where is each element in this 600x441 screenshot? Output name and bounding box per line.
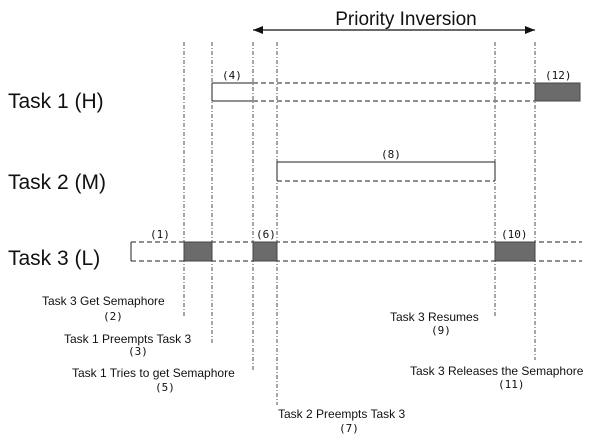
task-3-label: Task 3 (L): [8, 247, 100, 270]
note-task2-preempts: Task 2 Preempts Task 3: [278, 407, 405, 421]
task-3-semaphore-segment-c: [494, 241, 536, 262]
note-num-9: (9): [431, 324, 451, 337]
task-2-label: Task 2 (M): [8, 171, 106, 194]
note-task3-get-semaphore: Task 3 Get Semaphore: [42, 294, 165, 308]
note-num-2: (2): [103, 310, 123, 323]
marker-1: (1): [150, 228, 170, 241]
note-num-11: (11): [498, 378, 525, 391]
marker-6: (6): [256, 228, 276, 241]
task-3-semaphore-segment-b: [252, 241, 278, 262]
task-3-row: [130, 241, 582, 262]
task-3-semaphore-segment-a: [183, 241, 213, 262]
diagram-title: Priority Inversion: [335, 9, 477, 30]
marker-4: (4): [222, 69, 242, 82]
note-num-7: (7): [339, 422, 359, 435]
note-task1-preempts: Task 1 Preempts Task 3: [64, 332, 191, 346]
note-task3-resumes: Task 3 Resumes: [390, 310, 479, 324]
note-num-3: (3): [128, 345, 148, 358]
task-1-running-segment: [534, 82, 581, 102]
priority-inversion-arrow: [253, 26, 535, 34]
marker-8: (8): [381, 148, 401, 161]
marker-12: (12): [545, 69, 572, 82]
note-task1-tries-semaphore: Task 1 Tries to get Semaphore: [72, 366, 235, 380]
task-2-row: [276, 161, 496, 182]
task-1-label: Task 1 (H): [8, 90, 104, 113]
task-1-row: [211, 82, 581, 102]
marker-10: (10): [501, 228, 528, 241]
note-num-5: (5): [155, 381, 175, 394]
note-task3-releases: Task 3 Releases the Semaphore: [410, 364, 584, 378]
